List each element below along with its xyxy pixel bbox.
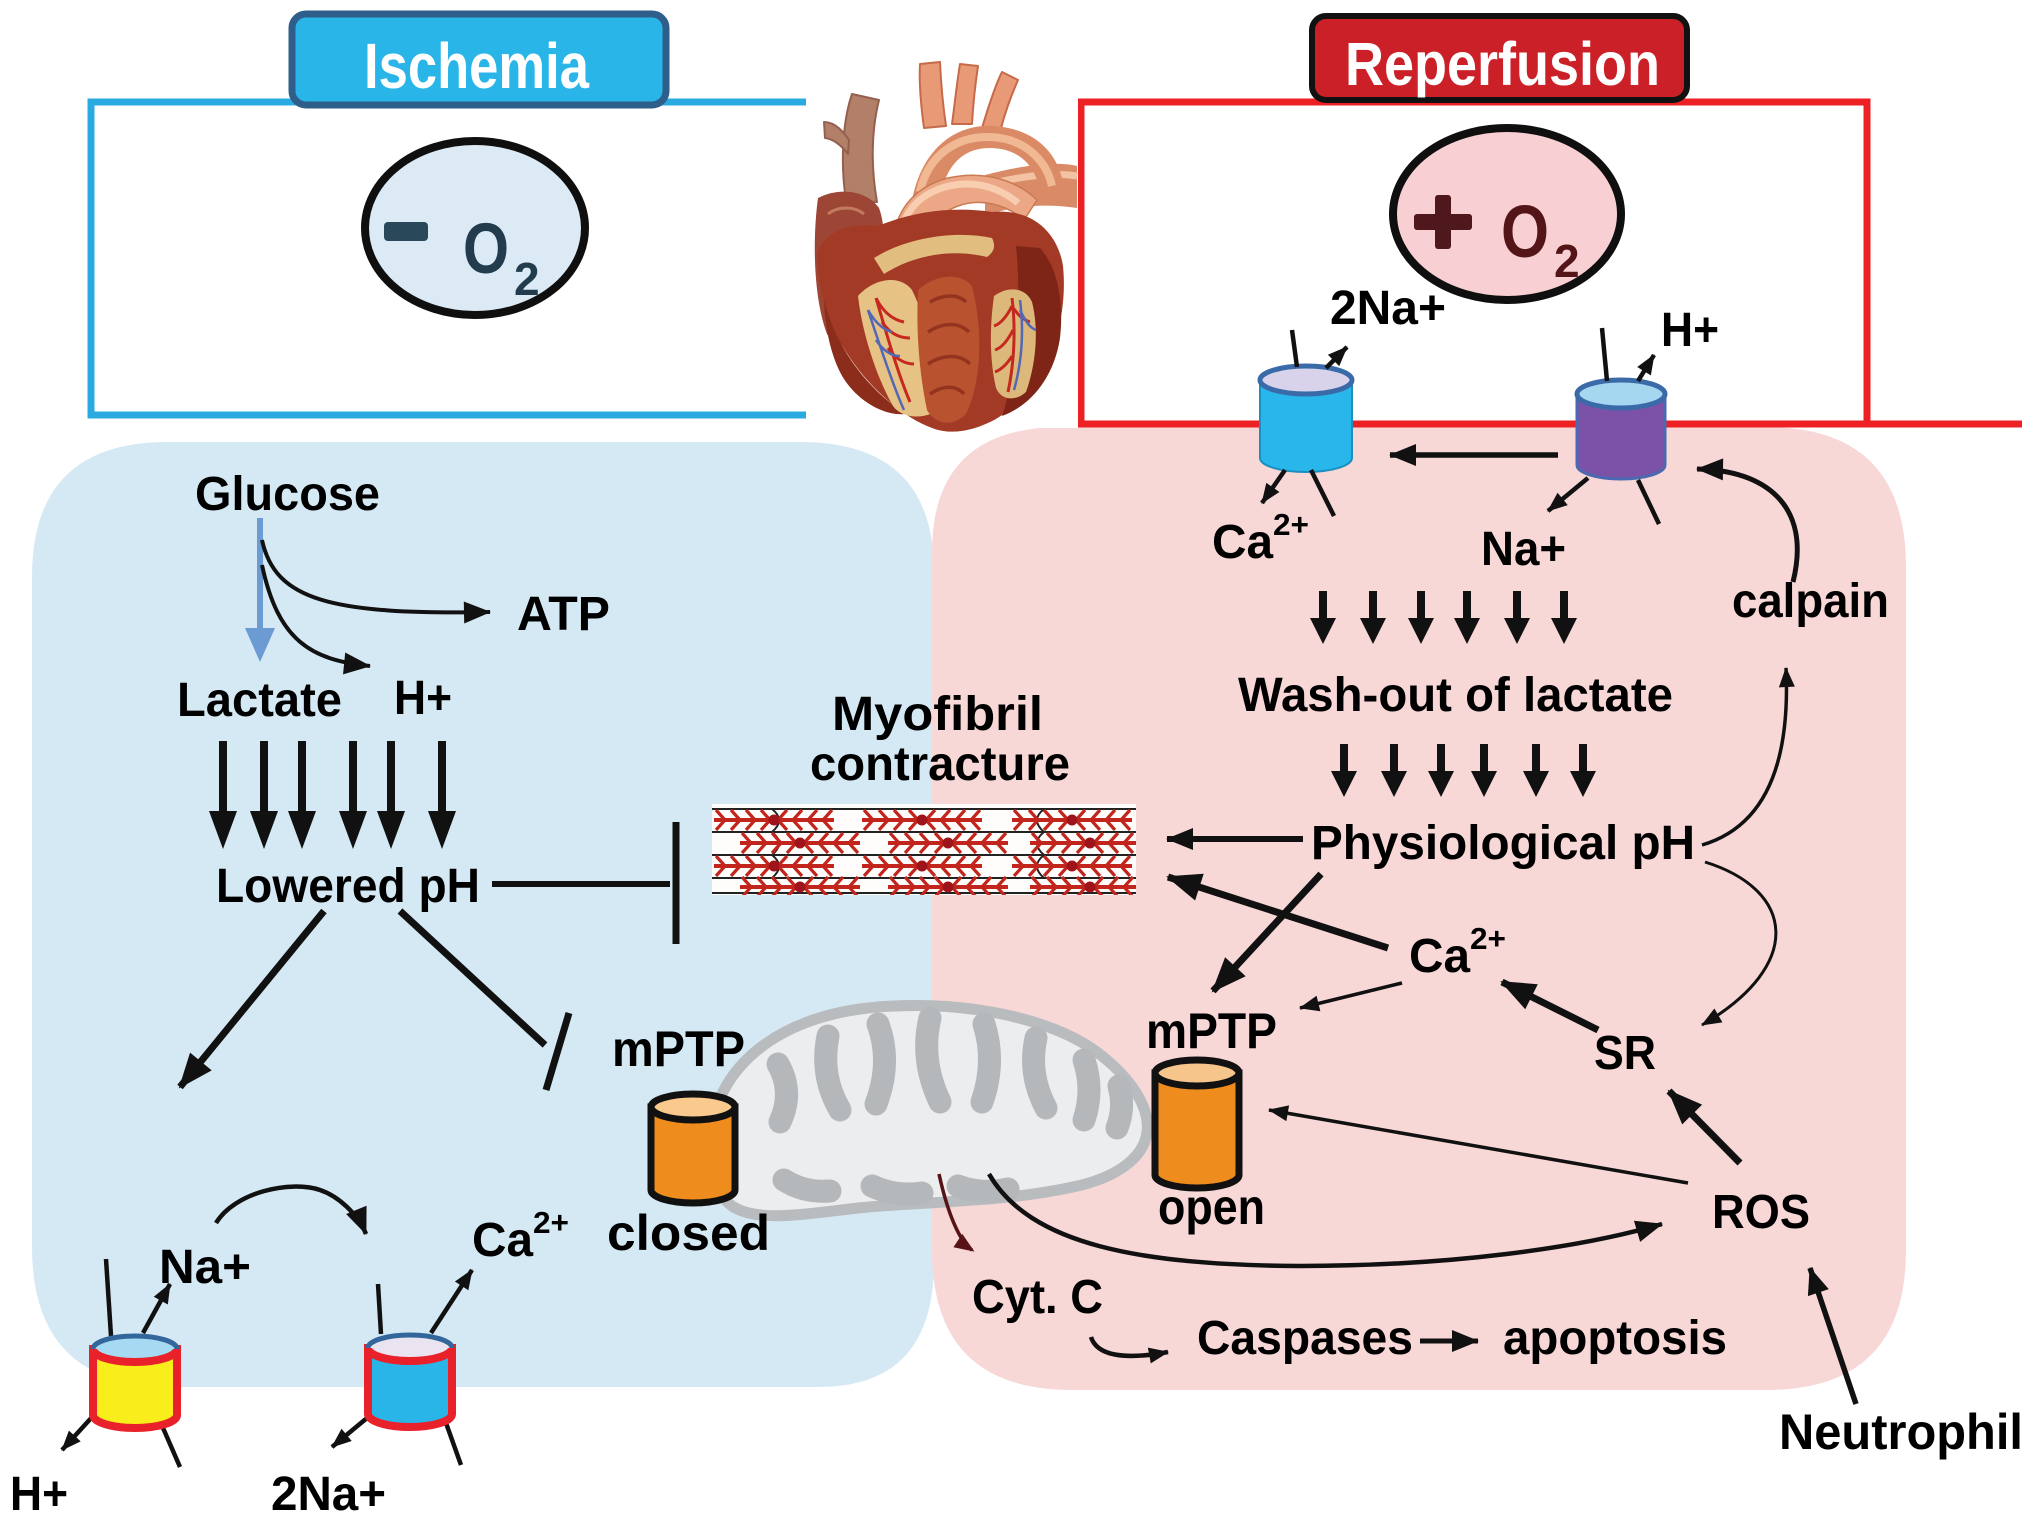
svg-text:Reperfusion: Reperfusion [1345, 30, 1660, 98]
svg-text:open: open [1158, 1179, 1265, 1235]
svg-text:Ca: Ca [472, 1214, 533, 1267]
svg-text:Myofibril: Myofibril [832, 688, 1043, 741]
svg-text:Physiological pH: Physiological pH [1311, 817, 1695, 870]
svg-text:2+: 2+ [533, 1205, 569, 1240]
svg-text:2+: 2+ [1470, 921, 1506, 956]
svg-text:Neutrophil: Neutrophil [1779, 1404, 2023, 1460]
svg-text:2Na+: 2Na+ [271, 1468, 386, 1514]
svg-text:2: 2 [1554, 235, 1580, 287]
svg-text:ROS: ROS [1712, 1186, 1810, 1239]
svg-text:mPTP: mPTP [1146, 1003, 1277, 1059]
svg-text:Glucose: Glucose [195, 468, 380, 521]
svg-text:mPTP: mPTP [612, 1021, 745, 1077]
svg-text:calpain: calpain [1732, 575, 1889, 628]
svg-text:Na+: Na+ [159, 1241, 251, 1294]
svg-text:contracture: contracture [810, 738, 1070, 791]
svg-text:ATP: ATP [517, 588, 610, 641]
svg-text:2+: 2+ [1273, 507, 1309, 542]
svg-text:closed: closed [607, 1205, 770, 1261]
svg-text:O: O [1501, 190, 1549, 273]
svg-text:2: 2 [514, 253, 540, 305]
svg-text:Cyt. C: Cyt. C [972, 1271, 1103, 1324]
svg-text:Na+: Na+ [1481, 523, 1566, 576]
svg-text:Wash-out of lactate: Wash-out of lactate [1238, 669, 1673, 722]
svg-text:apoptosis: apoptosis [1503, 1312, 1727, 1365]
svg-text:Caspases: Caspases [1197, 1312, 1413, 1365]
svg-text:SR: SR [1594, 1027, 1656, 1080]
svg-text:Lactate: Lactate [177, 674, 342, 727]
svg-text:2Na+: 2Na+ [1330, 282, 1446, 335]
svg-text:Lowered pH: Lowered pH [216, 860, 480, 913]
svg-text:Ischemia: Ischemia [364, 30, 589, 102]
svg-text:O: O [463, 210, 509, 289]
svg-text:Ca: Ca [1409, 930, 1470, 983]
svg-text:H+: H+ [10, 1468, 68, 1514]
svg-text:Ca: Ca [1212, 516, 1273, 569]
svg-text:H+: H+ [394, 672, 452, 725]
svg-text:H+: H+ [1661, 304, 1719, 357]
